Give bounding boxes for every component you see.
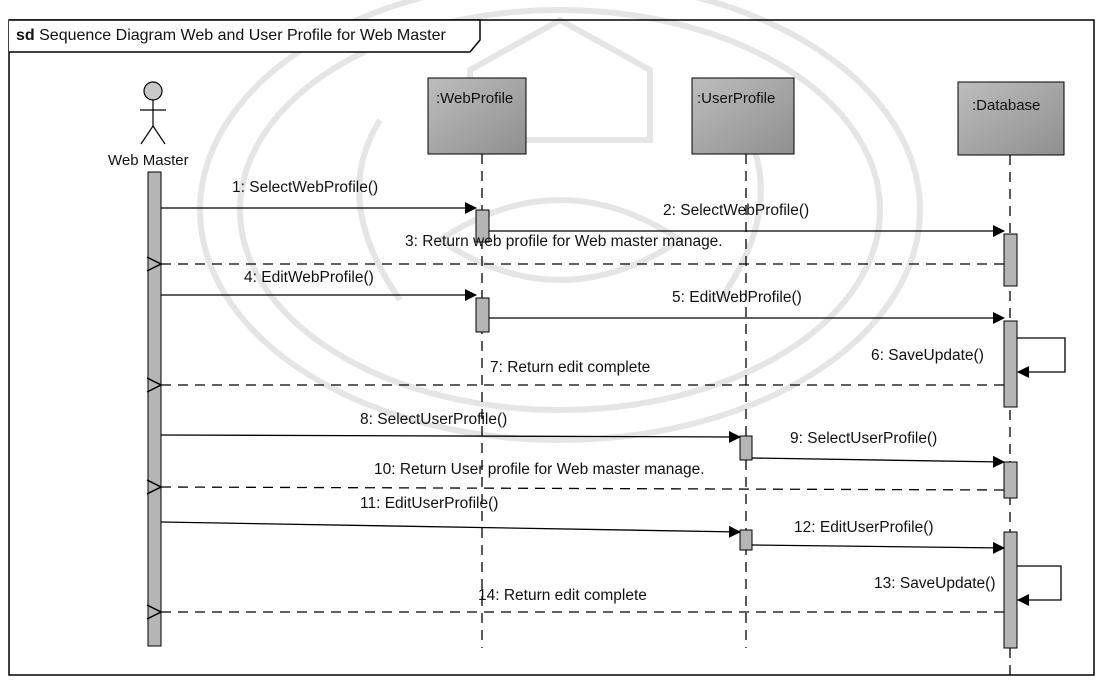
activation-database-3 <box>1003 461 1018 499</box>
message-label-2: 2: SelectWebProfile() <box>663 202 809 219</box>
actor-web-master: Web Master <box>108 81 189 169</box>
message-label-10: 10: Return User profile for Web master m… <box>374 461 705 478</box>
lifeline-box-userprofile <box>691 77 795 155</box>
actor-head <box>143 81 163 101</box>
message-arrow-9 <box>751 455 1005 468</box>
frame-title: sd Sequence Diagram Web and User Profile… <box>16 27 447 44</box>
lifeline-label-database: :Database <box>972 97 1040 114</box>
message-label-13: 13: SaveUpdate() <box>874 575 996 592</box>
message-label-14: 14: Return edit complete <box>478 587 647 604</box>
message-label-11: 11: EditUserProfile() <box>360 495 498 512</box>
message-label-12: 12: EditUserProfile() <box>794 519 934 536</box>
actor-activation-bar <box>147 171 162 647</box>
message-arrow-10 <box>161 487 1005 490</box>
activation-database-4 <box>1003 531 1018 649</box>
activation-userprofile-1 <box>739 435 753 461</box>
lifeline-box-database <box>957 81 1065 156</box>
lifeline-box-webprofile <box>427 77 527 155</box>
message-arrow-11 <box>160 521 741 538</box>
message-label-7: 7: Return edit complete <box>490 359 650 376</box>
activation-webprofile-1 <box>475 209 490 243</box>
activation-database-1 <box>1003 233 1018 287</box>
message-label-8: 8: SelectUserProfile() <box>360 411 507 428</box>
message-label-5: 5: EditWebProfile() <box>672 289 802 306</box>
activation-webprofile-2 <box>475 297 490 333</box>
activation-userprofile-2 <box>739 529 753 551</box>
diagram-frame <box>8 19 1095 676</box>
lifeline-label-userprofile: :UserProfile <box>697 90 775 107</box>
actor-label: Web Master <box>108 152 189 169</box>
message-arrow-13 <box>1017 565 1062 606</box>
message-arrow-6 <box>1017 337 1066 378</box>
message-label-3: 3: Return web profile for Web master man… <box>405 233 723 250</box>
message-label-9: 9: SelectUserProfile() <box>790 430 937 447</box>
message-arrow-12 <box>751 541 1005 554</box>
activation-database-2 <box>1003 320 1018 408</box>
message-label-4: 4: EditWebProfile() <box>244 269 374 286</box>
message-arrow-8 <box>160 430 741 443</box>
lifeline-label-webprofile: :WebProfile <box>436 90 513 107</box>
frame-title-tab <box>9 19 481 53</box>
message-label-6: 6: SaveUpdate() <box>871 347 984 364</box>
message-label-1: 1: SelectWebProfile() <box>232 179 378 196</box>
